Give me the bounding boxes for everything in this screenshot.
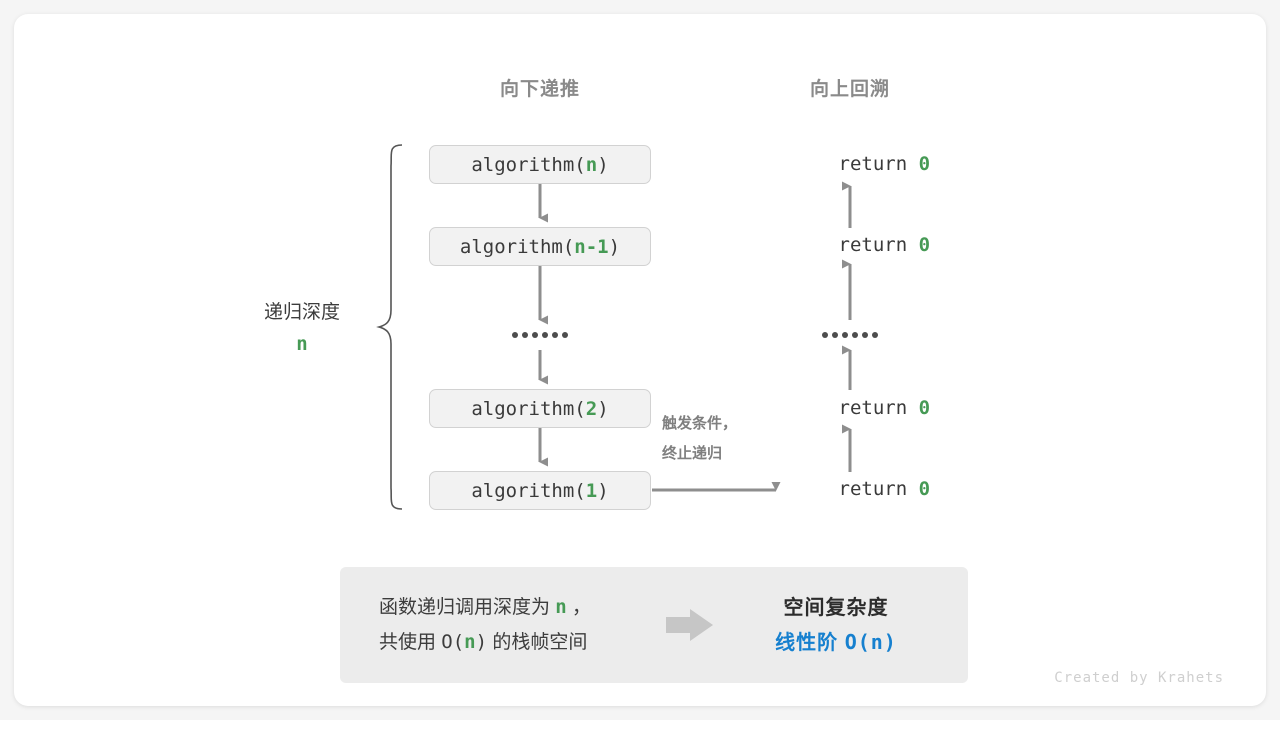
call-box: algorithm(1) — [429, 471, 651, 510]
summary-value: 线性阶 O(n) — [722, 625, 950, 660]
recursion-depth-value: n — [296, 333, 308, 355]
summary-line2-close: ) — [475, 631, 488, 653]
call-box-suffix: ) — [597, 479, 609, 502]
ellipsis-dots-left — [512, 332, 568, 338]
summary-line1-tail: ， — [566, 597, 592, 618]
return-keyword: return — [838, 153, 919, 175]
summary-description: 函数递归调用深度为 n ，共使用 O(n) 的栈帧空间 — [340, 590, 658, 660]
call-box-prefix: algorithm( — [471, 153, 586, 176]
call-box-suffix: ) — [597, 397, 609, 420]
summary-value-label: 线性阶 — [775, 631, 845, 654]
summary-title: 空间复杂度 — [783, 596, 889, 619]
call-box-prefix: algorithm( — [471, 479, 586, 502]
return-value: 0 — [918, 234, 931, 256]
ellipsis-dots-right — [822, 332, 878, 338]
summary-line2-text: 共使用 — [379, 632, 442, 653]
column-header-upward: 向上回溯 — [809, 79, 891, 100]
call-box-arg: n-1 — [574, 235, 609, 258]
depth-brace — [376, 144, 403, 510]
summary-line2-tail: 的栈帧空间 — [487, 632, 588, 653]
summary-value-notation: O(n) — [844, 629, 897, 654]
summary-line2-o: O( — [441, 631, 465, 653]
diagram-card: 向下递推 向上回溯 递归深度 n algorithm(n) algorithm(… — [14, 14, 1266, 706]
call-box: algorithm(n-1) — [429, 227, 651, 266]
return-keyword: return — [838, 397, 919, 419]
call-box-arg: 2 — [585, 397, 598, 420]
call-box-suffix: ) — [608, 235, 621, 258]
return-keyword: return — [838, 234, 919, 256]
right-block-arrow-icon — [658, 608, 722, 642]
call-box: algorithm(n) — [429, 145, 651, 184]
recursion-depth-label: 递归深度 n — [264, 297, 340, 355]
column-header-downward: 向下递推 — [499, 79, 581, 100]
summary-line1-text: 函数递归调用深度为 — [379, 597, 556, 618]
return-value: 0 — [918, 153, 931, 175]
summary-conclusion: 空间复杂度 线性阶 O(n) — [722, 591, 968, 660]
credit-text: Created by Krahets — [1054, 670, 1224, 686]
return-value: 0 — [918, 478, 931, 500]
call-box-arg: n — [585, 153, 598, 176]
return-statement: return 0 — [770, 375, 931, 441]
call-box-prefix: algorithm( — [471, 397, 586, 420]
return-value: 0 — [918, 397, 931, 419]
summary-panel: 函数递归调用深度为 n ，共使用 O(n) 的栈帧空间 空间复杂度 线性阶 O(… — [340, 567, 968, 683]
return-statement: return 0 — [770, 456, 931, 522]
return-statement: return 0 — [770, 212, 931, 278]
terminate-note-line2: 终止递归 — [662, 445, 723, 462]
summary-line2-n: n — [464, 631, 476, 653]
return-statement: return 0 — [770, 131, 931, 197]
terminate-condition-note: 触发条件， 终止递归 — [662, 409, 737, 469]
return-keyword: return — [838, 478, 919, 500]
call-box: algorithm(2) — [429, 389, 651, 428]
terminate-note-line1: 触发条件， — [662, 415, 738, 432]
call-box-arg: 1 — [585, 479, 598, 502]
call-box-prefix: algorithm( — [459, 235, 575, 258]
recursion-depth-text: 递归深度 — [263, 302, 341, 323]
summary-line1-n: n — [555, 596, 567, 618]
call-box-suffix: ) — [597, 153, 609, 176]
